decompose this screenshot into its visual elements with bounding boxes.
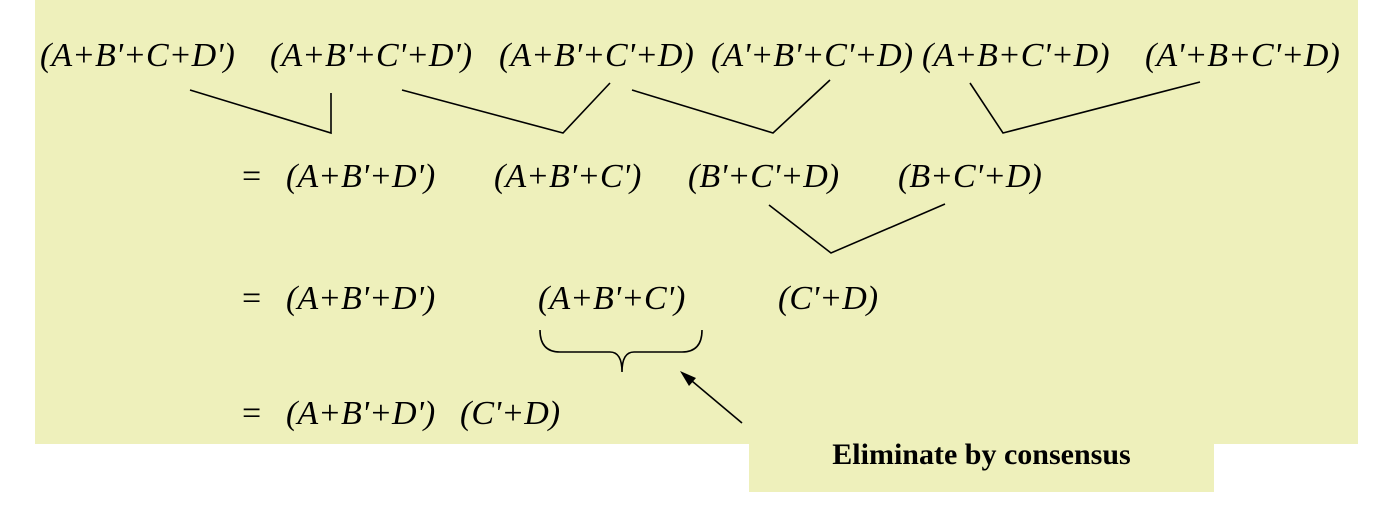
row2-equals: = — [242, 158, 262, 195]
row1-term-2: (A+B'+C'+D') — [270, 37, 473, 74]
row3-term-1: (A+B'+D') — [286, 280, 436, 317]
callout-arrow-head — [680, 371, 696, 386]
row4-equals: = — [242, 395, 262, 432]
row2-term-4: (B+C'+D) — [898, 158, 1042, 195]
callout-label: Eliminate by consensus — [832, 438, 1131, 471]
consensus-connector-4 — [969, 81, 1201, 134]
row2-term-2: (A+B'+C') — [494, 158, 642, 195]
consensus-connector-1 — [189, 89, 332, 135]
background-panel — [35, 0, 1358, 444]
row1-term-1: (A+B'+C+D') — [40, 37, 235, 74]
row1-term-4: (A'+B'+C'+D) — [711, 37, 914, 74]
row2-term-1: (A+B'+D') — [286, 158, 436, 195]
row1-term-5: (A+B+C'+D) — [922, 37, 1110, 74]
row3-term-3: (C'+D) — [778, 280, 879, 317]
consensus-connector-2 — [401, 82, 611, 134]
consensus-connector-5 — [768, 203, 946, 254]
callout-arrow-line — [685, 375, 743, 424]
row3-term-2: (A+B'+C') — [538, 280, 686, 317]
row4-term-1: (A+B'+D') — [286, 395, 436, 432]
consensus-connector-3 — [631, 79, 831, 134]
row1-term-6: (A'+B+C'+D) — [1145, 37, 1340, 74]
row4-term-2: (C'+D) — [460, 395, 561, 432]
row2-term-3: (B'+C'+D) — [688, 158, 840, 195]
consensus-brace — [539, 329, 703, 373]
callout-box: Eliminate by consensus — [749, 422, 1214, 492]
row3-equals: = — [242, 280, 262, 317]
row1-term-3: (A+B'+C'+D) — [499, 37, 694, 74]
